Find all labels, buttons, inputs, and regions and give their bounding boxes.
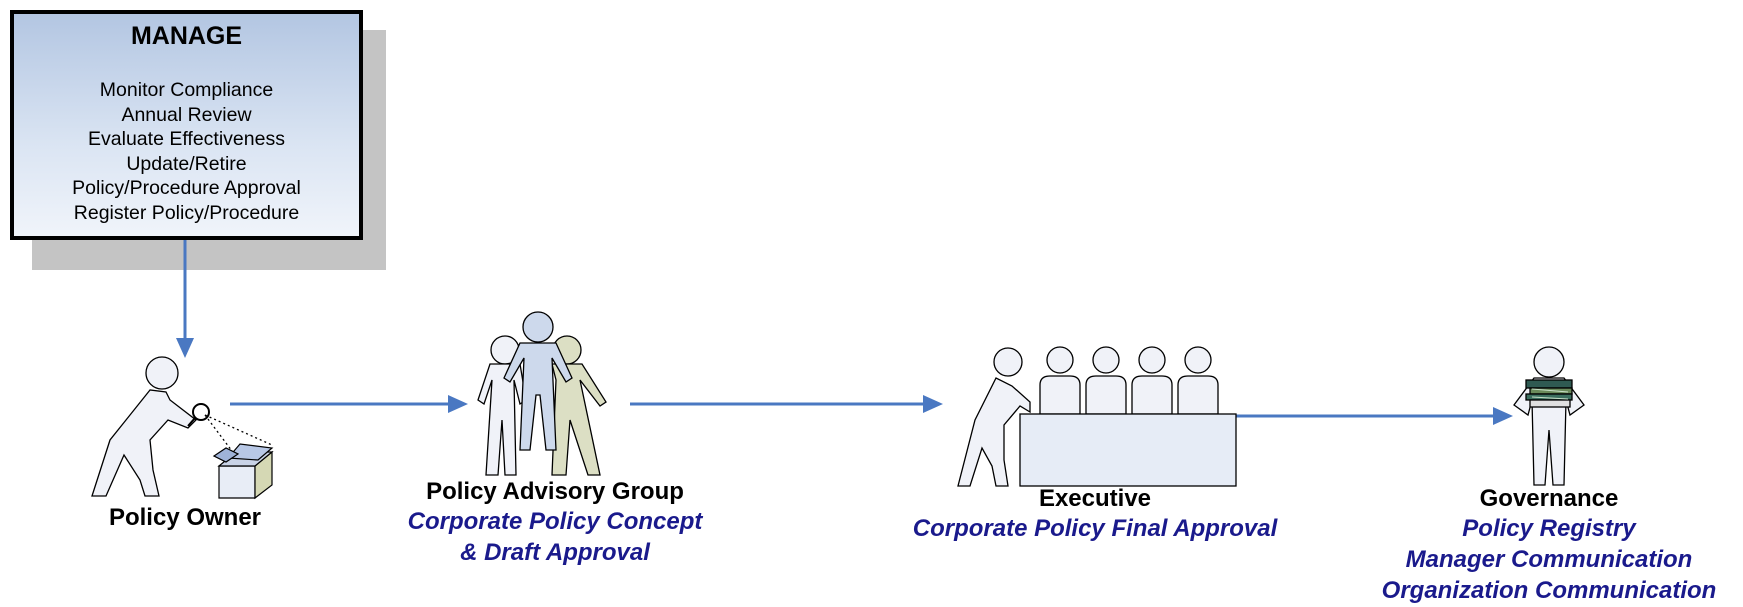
advisory-group-name: Policy Advisory Group	[426, 478, 684, 505]
advisory-group-subtitle: & Draft Approval	[460, 539, 650, 566]
policy-owner-figure	[91, 356, 273, 497]
governance-figure	[1513, 346, 1585, 486]
manage-item: Annual Review	[121, 103, 252, 126]
executive-figures	[957, 346, 1237, 487]
box-icon	[212, 443, 274, 500]
advisory-group-subtitle: Corporate Policy Concept	[407, 508, 703, 535]
manage-item: Monitor Compliance	[99, 79, 274, 101]
board-table	[1019, 413, 1237, 487]
governance-subtitle: Manager Communication	[1405, 546, 1693, 573]
manage-item: Policy/Procedure Approval	[72, 177, 301, 200]
executive-label: Executive Corporate Policy Final Approva…	[880, 485, 1310, 544]
arrow-manage-to-owner-head	[176, 338, 194, 358]
governance-name: Governance	[1479, 485, 1619, 512]
governance-subtitle: Policy Registry	[1462, 515, 1636, 542]
policy-owner-label: Policy Owner	[85, 504, 285, 532]
executive-name: Executive	[1038, 485, 1152, 512]
governance-subtitle: Organization Communication	[1381, 577, 1717, 604]
arrow-executive-to-governance-head	[1493, 407, 1513, 425]
board-members	[1039, 346, 1219, 415]
arrow-advisory-to-executive-head	[923, 395, 943, 413]
manage-box	[10, 10, 363, 240]
governance-label: Governance Policy Registry Manager Commu…	[1355, 485, 1743, 606]
connector-arrows	[176, 240, 1513, 425]
executive-subtitle: Corporate Policy Final Approval	[912, 515, 1278, 542]
manage-list: Monitor Compliance Annual Review Evaluat…	[10, 78, 363, 226]
manage-item: Update/Retire	[126, 152, 247, 175]
documents-icon	[1525, 379, 1573, 408]
arrow-owner-to-advisory-head	[448, 395, 468, 413]
advisory-group-label: Policy Advisory Group Corporate Policy C…	[380, 478, 730, 568]
manage-item: Register Policy/Procedure	[73, 201, 300, 224]
manage-item: Evaluate Effectiveness	[88, 128, 285, 151]
advisory-group-figures	[477, 311, 607, 476]
policy-owner-name: Policy Owner	[108, 504, 262, 531]
manage-title: MANAGE	[130, 22, 243, 50]
